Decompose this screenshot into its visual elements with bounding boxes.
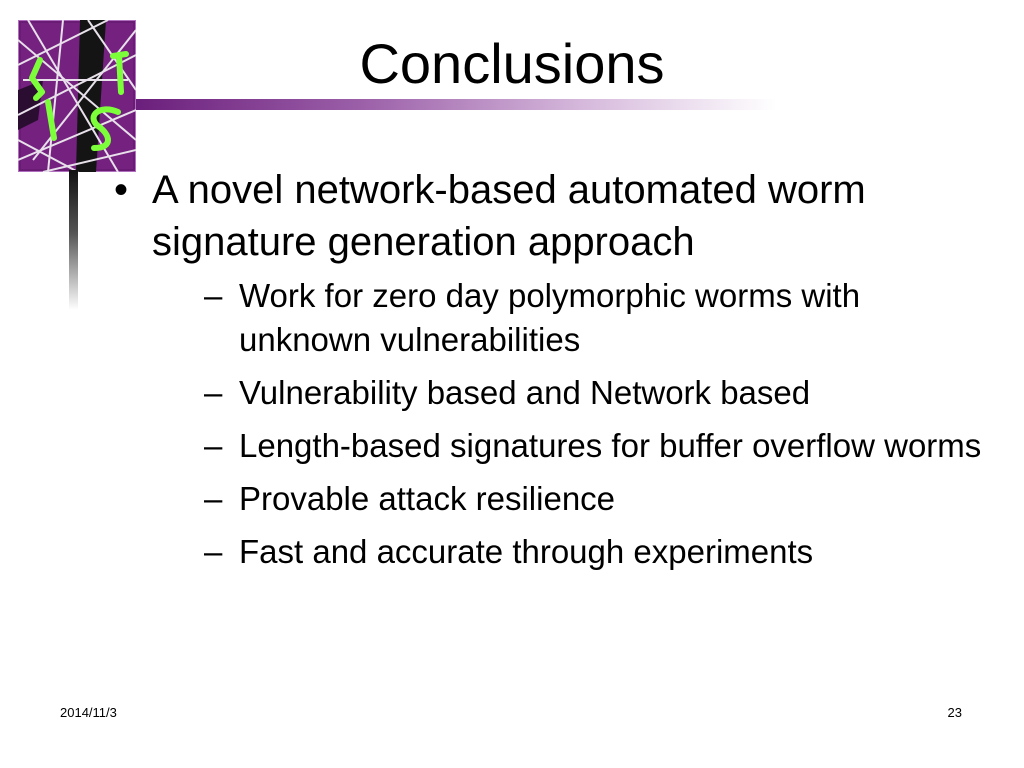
dash-marker: –: [204, 277, 223, 314]
sub-bullet-text: Provable attack resilience: [239, 480, 616, 517]
bullet-list: • A novel network-based automated worm s…: [110, 164, 990, 583]
sub-bullet-item: – Vulnerability based and Network based: [152, 371, 990, 415]
dash-marker: –: [204, 533, 223, 570]
sub-bullet-item: – Provable attack resilience: [152, 477, 990, 521]
sub-bullet-text: Fast and accurate through experiments: [239, 533, 814, 570]
dash-marker: –: [204, 480, 223, 517]
sub-bullet-item: – Fast and accurate through experiments: [152, 530, 990, 574]
lab-logo-icon: [18, 20, 136, 172]
sub-bullet-item: – Length-based signatures for buffer ove…: [152, 424, 990, 468]
dash-marker: –: [204, 427, 223, 464]
vertical-accent-bar: [69, 170, 78, 310]
sub-bullet-item: – Work for zero day polymorphic worms wi…: [152, 274, 990, 362]
bullet-item: • A novel network-based automated worm s…: [110, 164, 990, 574]
title-underline-bar: [136, 99, 776, 110]
sub-bullet-text: Length-based signatures for buffer overf…: [239, 427, 982, 464]
slide-number: 23: [947, 705, 962, 720]
bullet-text: A novel network-based automated worm sig…: [152, 168, 866, 264]
sub-bullet-list: – Work for zero day polymorphic worms wi…: [152, 274, 990, 574]
bullet-marker: •: [114, 168, 129, 212]
lab-logo-graphic: [18, 20, 136, 172]
slide-title: Conclusions: [359, 32, 665, 95]
dash-marker: –: [204, 374, 223, 411]
footer-date: 2014/11/3: [60, 705, 117, 720]
sub-bullet-text: Vulnerability based and Network based: [239, 374, 811, 411]
sub-bullet-text: Work for zero day polymorphic worms with…: [239, 277, 861, 358]
